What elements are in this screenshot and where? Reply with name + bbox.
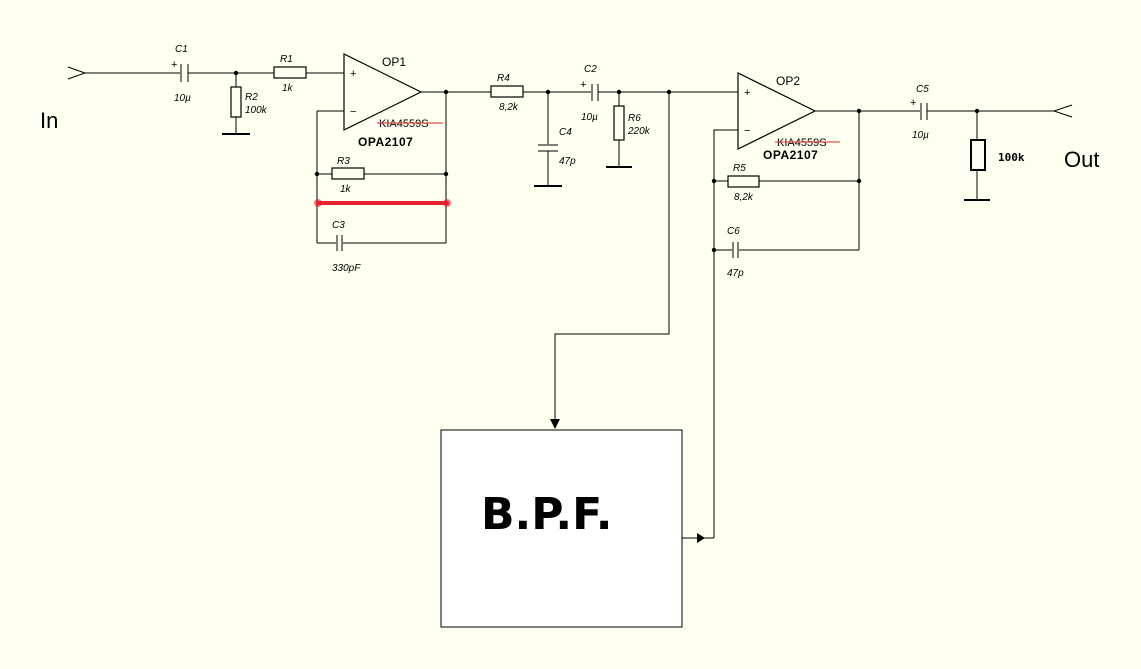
c5-value: 10µ [912,130,929,141]
capacitor-c6 [732,242,739,258]
capacitor-c4 [538,144,558,152]
opamp-op2 [737,72,817,150]
r2-value: 100k [245,105,268,116]
c4-ref: C4 [559,127,572,138]
resistor-r6 [613,105,625,141]
capacitor-c3 [336,235,343,251]
r1-value: 1k [282,83,294,94]
svg-text:−: − [744,125,750,137]
r5-value: 8,2k [734,192,754,203]
r5-ref: R5 [733,163,746,174]
resistor-load [970,139,986,171]
op1-new-part: OPA2107 [358,135,413,149]
svg-text:+: + [910,97,916,109]
c1-value: 10µ [174,93,191,104]
svg-text:+: + [744,87,750,99]
r4-ref: R4 [497,73,510,84]
input-terminal-icon [67,66,87,80]
c2-value: 10µ [581,112,598,123]
r2-ref: R2 [245,92,258,103]
op1-old-part: KIA4559S [379,118,429,130]
r3-ref: R3 [337,156,350,167]
c6-ref: C6 [727,226,740,237]
svg-text:−: − [350,106,356,118]
r6-ref: R6 [628,113,641,124]
svg-text:+: + [350,68,356,80]
resistor-r2 [230,86,242,118]
r4-value: 8,2k [499,102,519,113]
input-label: In [40,108,58,133]
c6-value: 47p [727,268,744,279]
c4-value: 47p [559,156,576,167]
bpf-label: B.P.F. [481,489,612,540]
capacitor-c5: + [910,97,928,120]
resistor-r1 [273,66,307,79]
opamp-op1 [343,53,423,131]
op2-old-part: KIA4559S [777,137,827,149]
svg-text:+: + [171,59,177,71]
svg-text:+: + [580,79,586,91]
bpf-block [440,429,683,628]
r1-ref: R1 [280,54,293,65]
load-value: 100k [998,151,1025,164]
c1-ref: C1 [175,44,188,55]
c5-ref: C5 [916,84,929,95]
resistor-r4 [490,85,524,98]
c2-ref: C2 [584,64,597,75]
resistor-r5 [727,175,760,188]
output-terminal-icon [1052,104,1073,118]
resistor-r3 [331,167,365,180]
op2-ref: OP2 [776,74,800,88]
r3-value: 1k [340,184,352,195]
c3-value: 330pF [332,263,361,274]
op2-new-part: OPA2107 [763,148,818,162]
capacitor-c1: + [171,59,189,82]
op1-ref: OP1 [382,55,406,69]
c3-ref: C3 [332,220,345,231]
r6-value: 220k [627,126,651,137]
capacitor-c2: + [580,79,599,101]
arrow-down-icon [550,419,560,429]
output-label: Out [1064,147,1099,172]
arrow-right-icon [697,533,705,543]
